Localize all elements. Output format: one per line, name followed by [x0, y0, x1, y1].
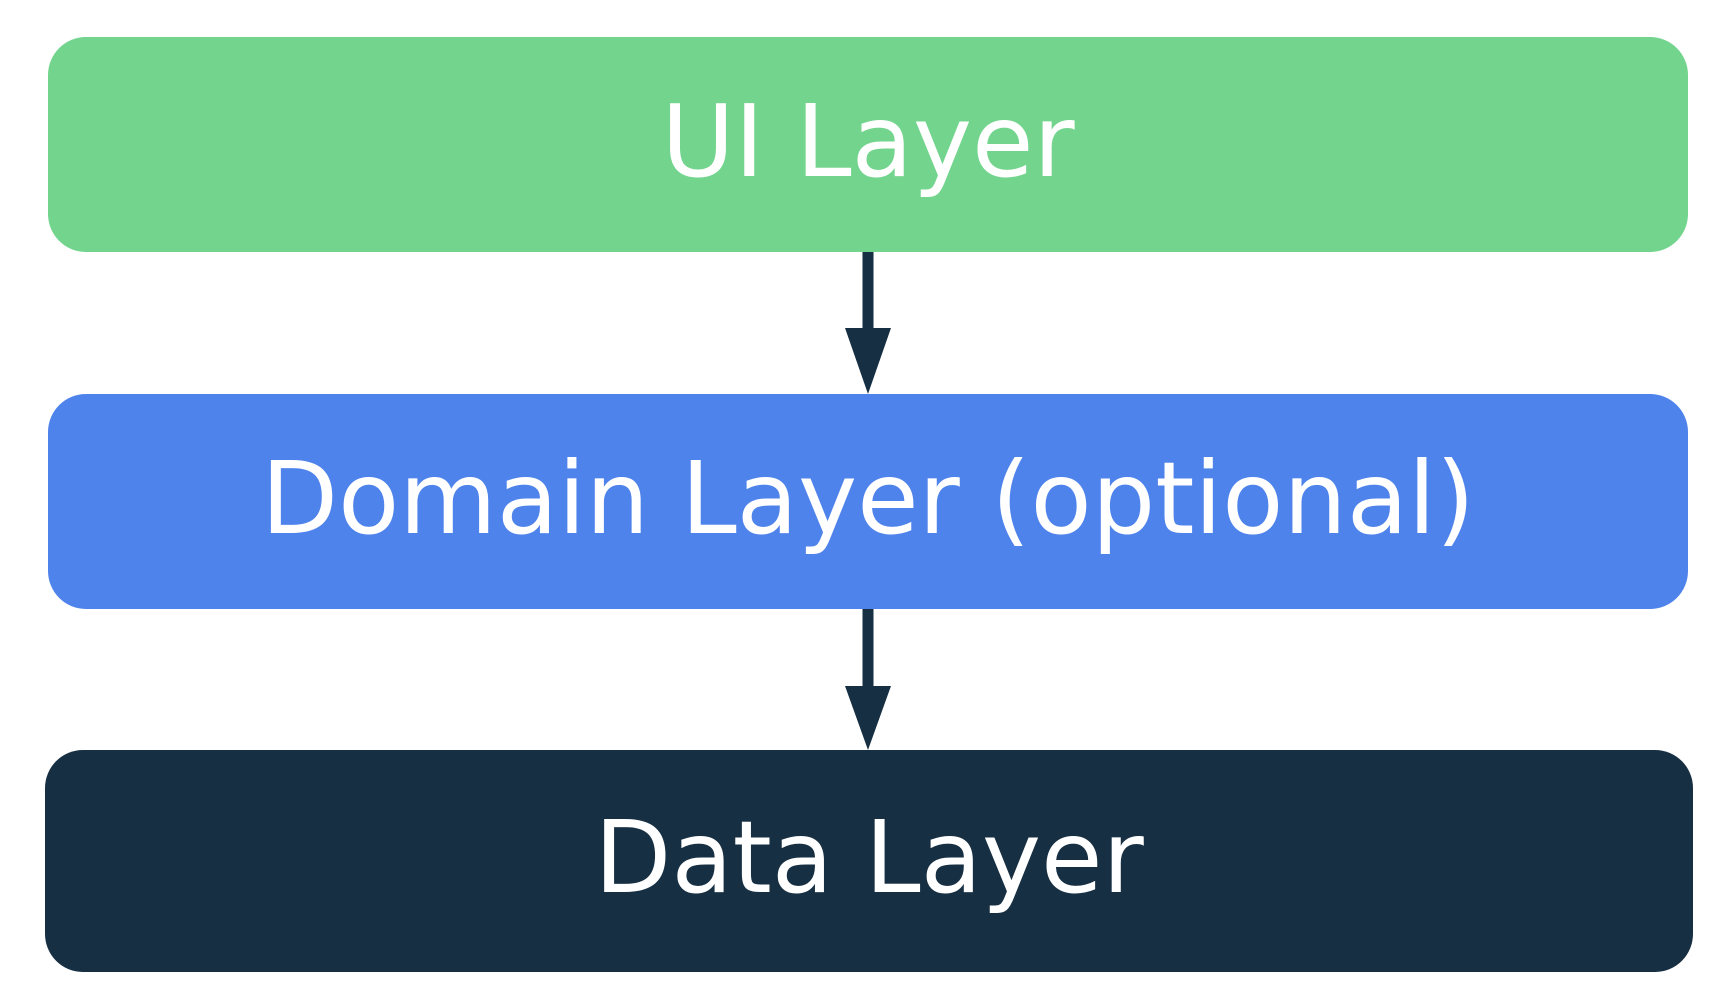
ui-layer-label: UI Layer: [661, 82, 1075, 200]
arrow-ui-to-domain: [845, 252, 891, 394]
data-layer-box: Data Layer: [45, 750, 1693, 972]
domain-layer-box: Domain Layer (optional): [48, 394, 1688, 609]
arrow-domain-to-data: [845, 609, 891, 750]
ui-layer-box: UI Layer: [48, 37, 1688, 252]
data-layer-label: Data Layer: [594, 799, 1144, 916]
domain-layer-label: Domain Layer (optional): [261, 439, 1475, 557]
